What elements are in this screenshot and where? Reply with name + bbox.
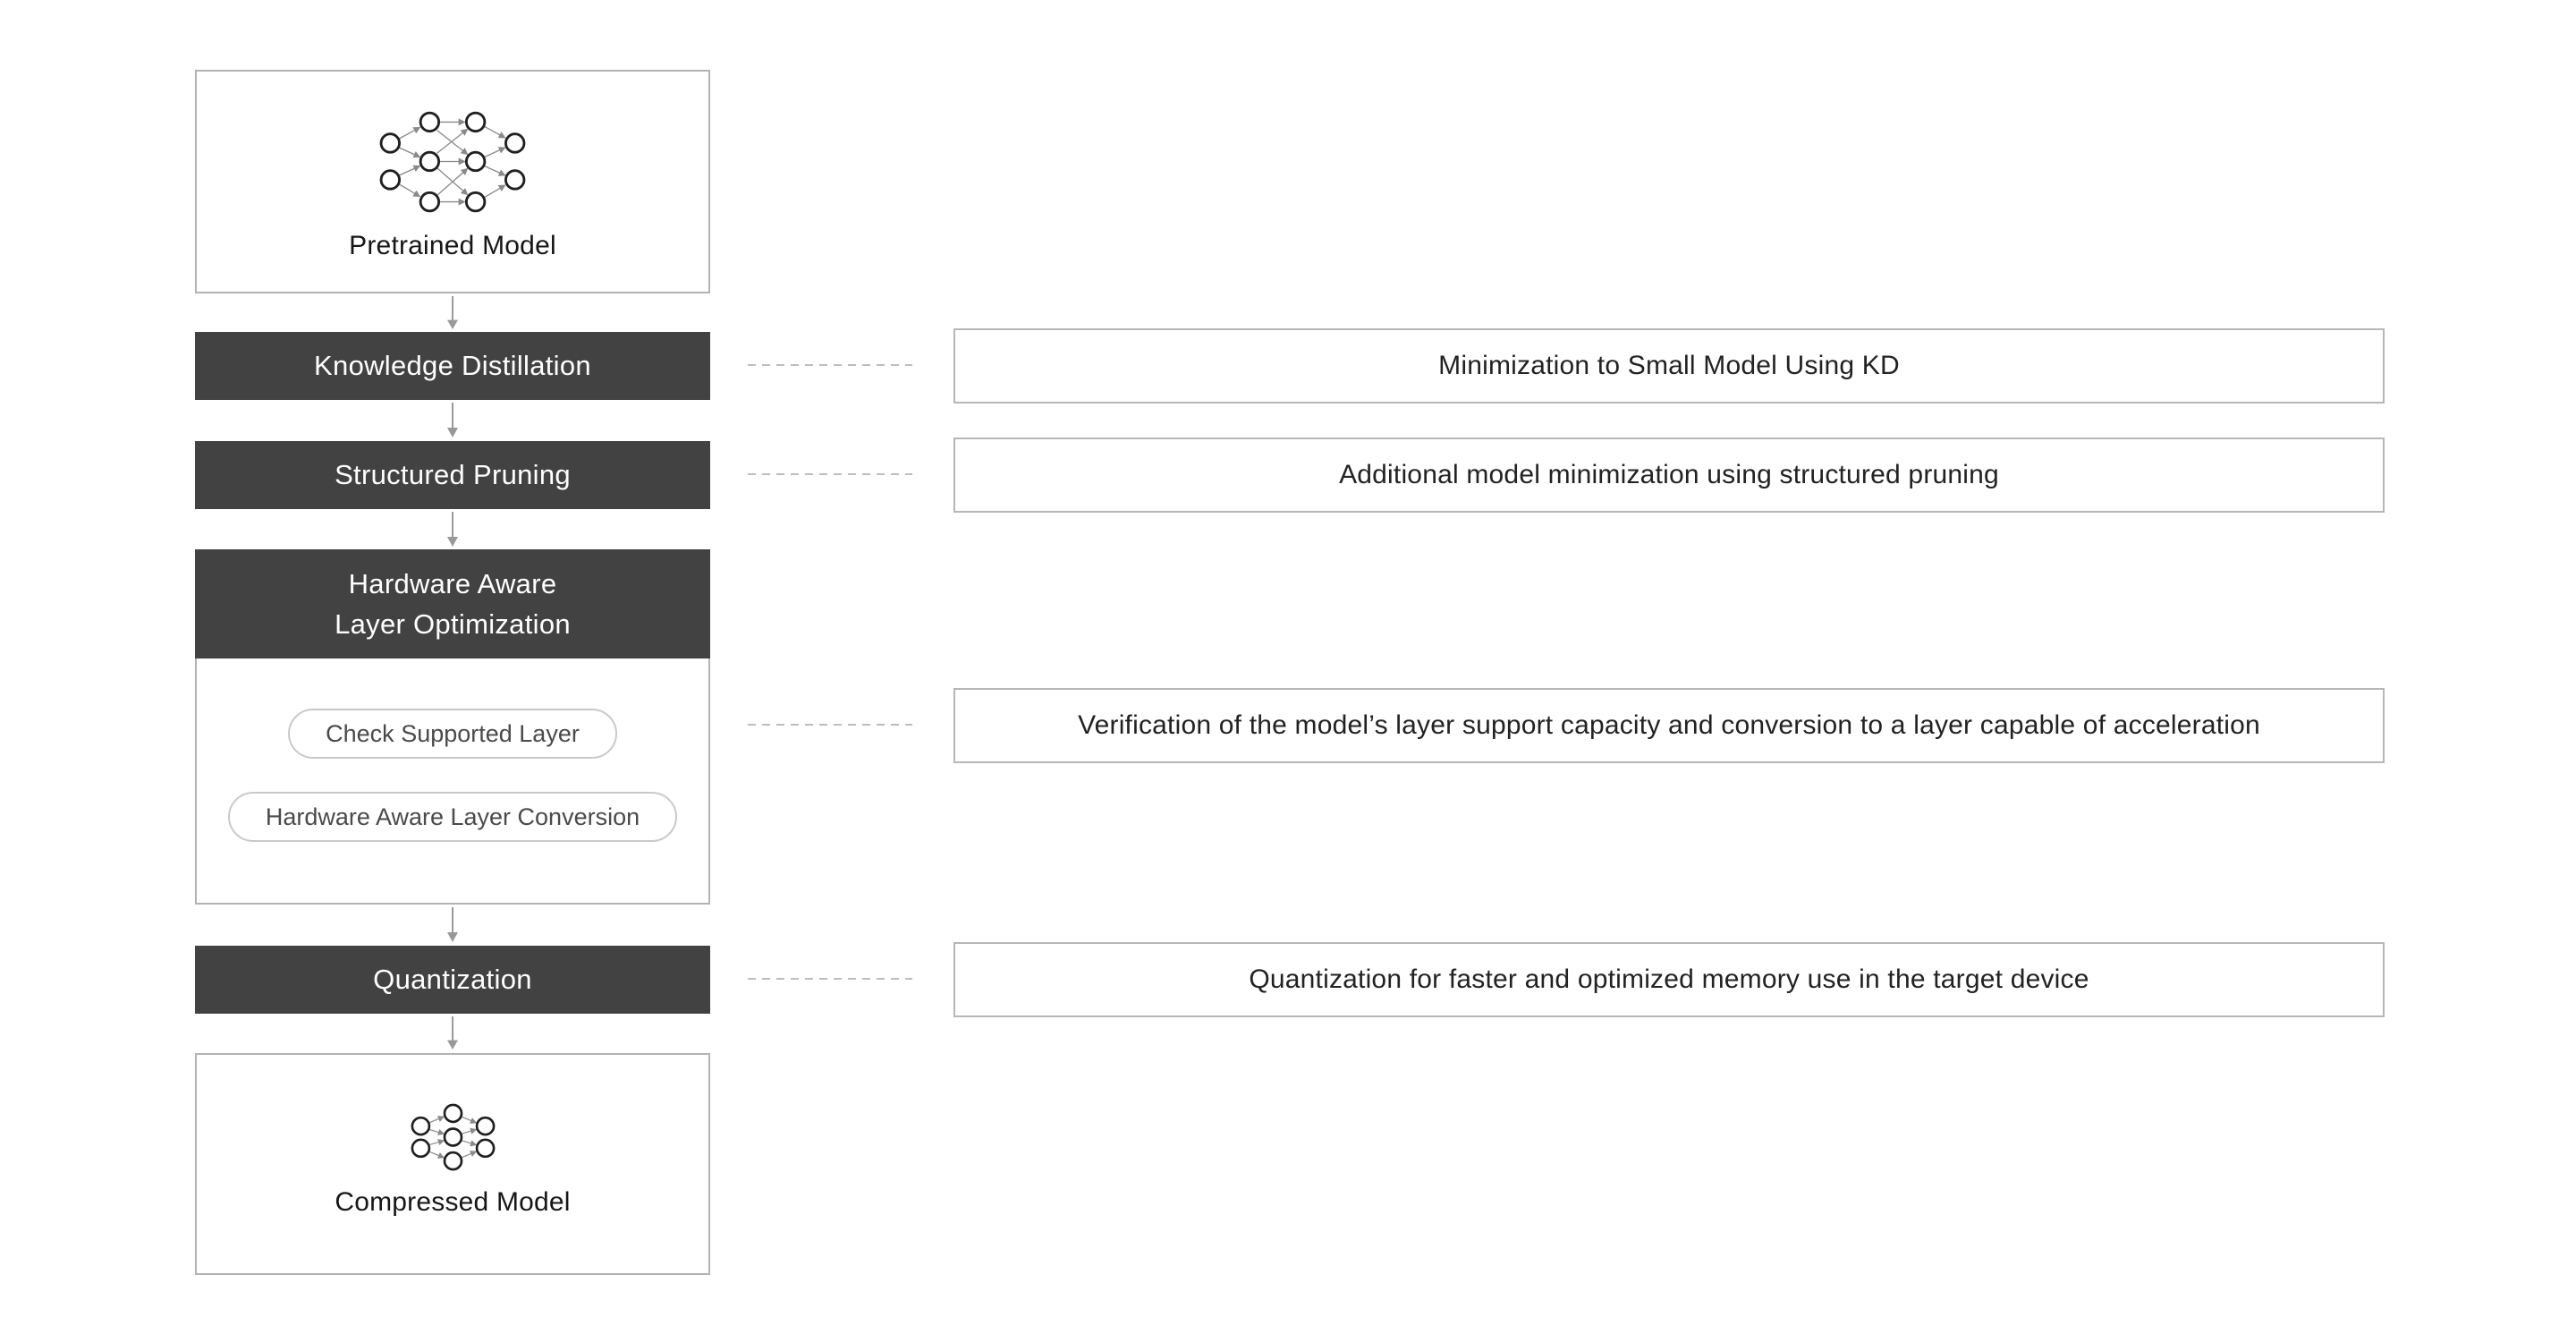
dashed-connector-structured-pruning (748, 473, 912, 475)
down-arrow-icon (442, 296, 463, 330)
pretrained-model-box: Pretrained Model (195, 70, 710, 293)
description-quantization-text: Quantization for faster and optimized me… (1249, 964, 2089, 994)
down-arrow-icon (442, 512, 463, 548)
dashed-connector-knowledge-distillation (748, 364, 912, 366)
description-box-structured-pruning: Additional model minimization using stru… (953, 438, 2385, 513)
substep-pill-hardware-aware-layer-conversion: Hardware Aware Layer Conversion (227, 792, 678, 842)
step-quantization: Quantization (195, 946, 710, 1014)
step-knowledge-distillation-label: Knowledge Distillation (314, 350, 591, 381)
step-hardware-aware-label-line2: Layer Optimization (335, 608, 571, 640)
compressed-model-label: Compressed Model (335, 1187, 571, 1217)
dashed-connector-hardware-aware (748, 724, 912, 726)
description-box-knowledge-distillation: Minimization to Small Model Using KD (953, 328, 2385, 404)
neural-network-small-icon (411, 1103, 496, 1171)
step-quantization-label: Quantization (373, 964, 532, 995)
description-structured-pruning-text: Additional model minimization using stru… (1339, 460, 1999, 489)
step-structured-pruning-label: Structured Pruning (335, 459, 571, 490)
compressed-model-box: Compressed Model (195, 1053, 710, 1275)
neural-network-large-icon (379, 109, 526, 215)
down-arrow-icon (442, 907, 463, 943)
step-hardware-aware-label-line1: Hardware Aware (348, 568, 557, 599)
description-box-quantization: Quantization for faster and optimized me… (953, 942, 2385, 1017)
description-knowledge-distillation-text: Minimization to Small Model Using KD (1438, 351, 1900, 380)
step-hardware-aware-layer-optimization: Hardware Aware Layer Optimization (195, 549, 710, 659)
down-arrow-icon (442, 403, 463, 438)
dashed-connector-quantization (748, 978, 912, 980)
substep-pill-check-supported-layer: Check Supported Layer (288, 709, 617, 759)
down-arrow-icon (442, 1016, 463, 1050)
step-knowledge-distillation: Knowledge Distillation (195, 332, 710, 400)
description-box-hardware-aware: Verification of the model’s layer suppor… (953, 688, 2385, 763)
description-hardware-aware-text: Verification of the model’s layer suppor… (1078, 710, 2260, 740)
step-structured-pruning: Structured Pruning (195, 441, 710, 509)
hardware-aware-optimization-body: Check Supported Layer Hardware Aware Lay… (195, 659, 710, 905)
pretrained-model-label: Pretrained Model (349, 231, 556, 260)
